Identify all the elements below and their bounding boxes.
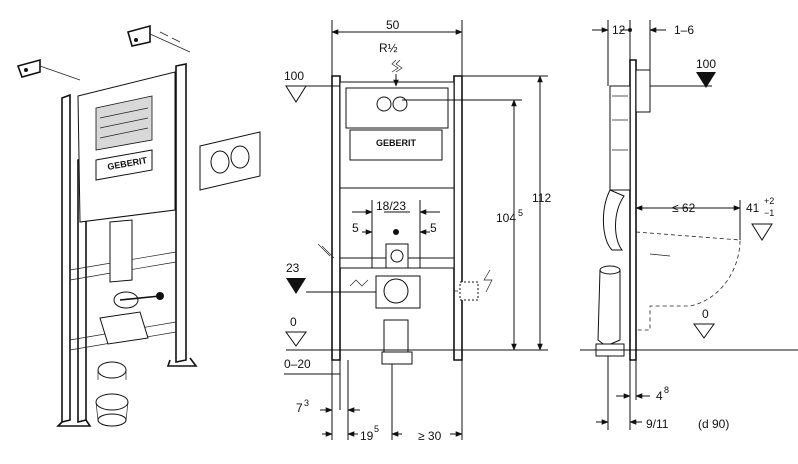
- height-frame-sup: 5: [518, 208, 523, 218]
- height-total-label: 112: [532, 191, 551, 205]
- side-top-dims: 12 1–6: [592, 20, 694, 86]
- depth-b-label: 1–6: [674, 23, 694, 37]
- level-zero-label: 0: [290, 315, 297, 329]
- front-height-dims: 112 104 5: [340, 75, 551, 351]
- side-level-zero-label: 0: [702, 307, 709, 321]
- side-level-top: 100: [650, 57, 716, 88]
- drain-pipe: [95, 291, 164, 427]
- side-bottom-dims: 4 8 9/11 (d 90): [596, 356, 729, 431]
- leg-a-sup: 3: [304, 398, 309, 408]
- front-level-mid: 23: [286, 261, 376, 294]
- pipe-dia-label: 9/11: [646, 417, 669, 431]
- cistern: GEBERIT: [77, 71, 176, 223]
- min-gap-label: ≥ 30: [418, 429, 442, 443]
- pipe-off-label: 4: [656, 389, 663, 403]
- side-level-zero: 0: [580, 307, 798, 351]
- pipe-spacing-label: 18/23: [376, 199, 406, 213]
- max-dist-label: ≤ 62: [672, 201, 696, 215]
- front-level-zero: 0 0–20: [284, 315, 340, 375]
- front-pipe-dims: 18/23 5 5: [317, 199, 440, 268]
- wall-bracket-left: [16, 58, 81, 81]
- seat-height-label: 41: [746, 201, 760, 215]
- leg-a-label: 7: [296, 401, 303, 415]
- offset-left-label: 5: [352, 221, 359, 235]
- front-bottom-dims: 7 3 19 5 ≥ 30: [296, 360, 463, 443]
- tol-minus: −1: [764, 208, 774, 218]
- pipe-off-sup: 8: [664, 385, 669, 395]
- front-frame: GEBERIT: [331, 75, 493, 365]
- level-mid-label: 23: [286, 261, 300, 275]
- wall-bracket-right: [127, 24, 191, 53]
- dim-width: 50 R½: [331, 18, 463, 87]
- toilet-bowl: [635, 231, 741, 331]
- connection-label: R½: [379, 41, 398, 55]
- svg-text:GEBERIT: GEBERIT: [376, 138, 417, 148]
- level-top-label: 100: [284, 69, 304, 83]
- side-mid-dims: ≤ 62 41 +2 −1: [635, 196, 774, 241]
- flush-plate: [199, 131, 261, 191]
- floor-range-label: 0–20: [284, 357, 311, 371]
- front-view: GEBERIT 50 R½ 100: [284, 18, 551, 443]
- side-level-top-label: 100: [696, 57, 716, 71]
- depth-a-label: 12: [612, 23, 626, 37]
- pipe-note-label: (d 90): [698, 417, 729, 431]
- leg-b-label: 19: [360, 429, 374, 443]
- front-level-top: 100: [284, 69, 340, 103]
- tol-plus: +2: [764, 196, 774, 206]
- offset-right-label: 5: [430, 221, 437, 235]
- side-view: 12 1–6 100 ≤ 62 41 +2 −1 0: [580, 20, 798, 431]
- width-label: 50: [386, 18, 400, 32]
- height-frame-label: 104: [496, 211, 516, 225]
- side-frame: [595, 59, 651, 361]
- leg-b-sup: 5: [374, 424, 379, 434]
- isometric-view: GEBERIT: [16, 24, 261, 427]
